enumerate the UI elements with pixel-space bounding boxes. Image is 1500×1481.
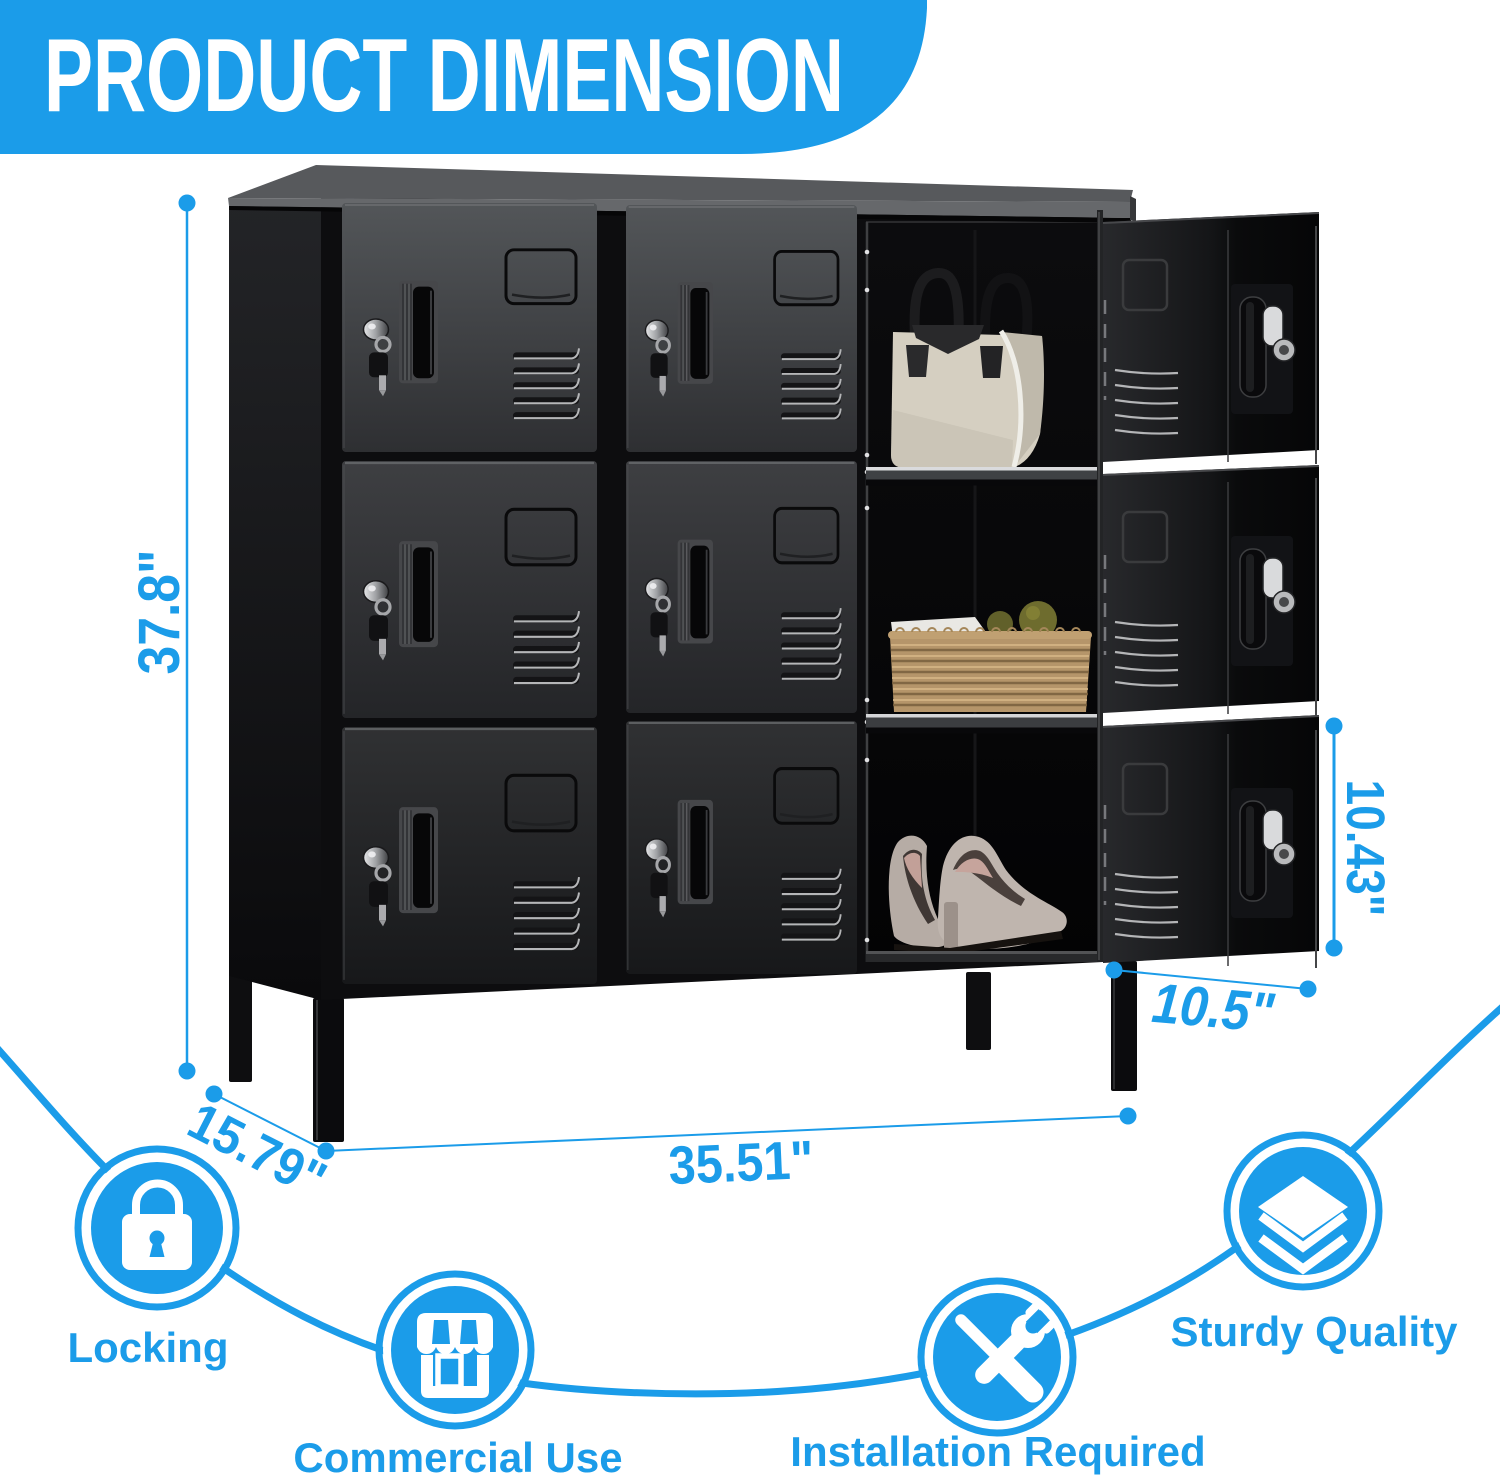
svg-text:PRODUCT DIMENSION: PRODUCT DIMENSION bbox=[44, 18, 844, 134]
svg-text:10.5": 10.5" bbox=[1150, 971, 1278, 1045]
svg-text:Commercial Use: Commercial Use bbox=[293, 1434, 622, 1481]
svg-text:Sturdy Quality: Sturdy Quality bbox=[1170, 1308, 1458, 1355]
svg-text:37.8": 37.8" bbox=[127, 550, 192, 675]
svg-text:Locking: Locking bbox=[67, 1324, 228, 1371]
svg-text:35.51": 35.51" bbox=[667, 1130, 814, 1196]
svg-text:Installation Required: Installation Required bbox=[790, 1428, 1205, 1475]
svg-text:10.43": 10.43" bbox=[1335, 780, 1395, 917]
